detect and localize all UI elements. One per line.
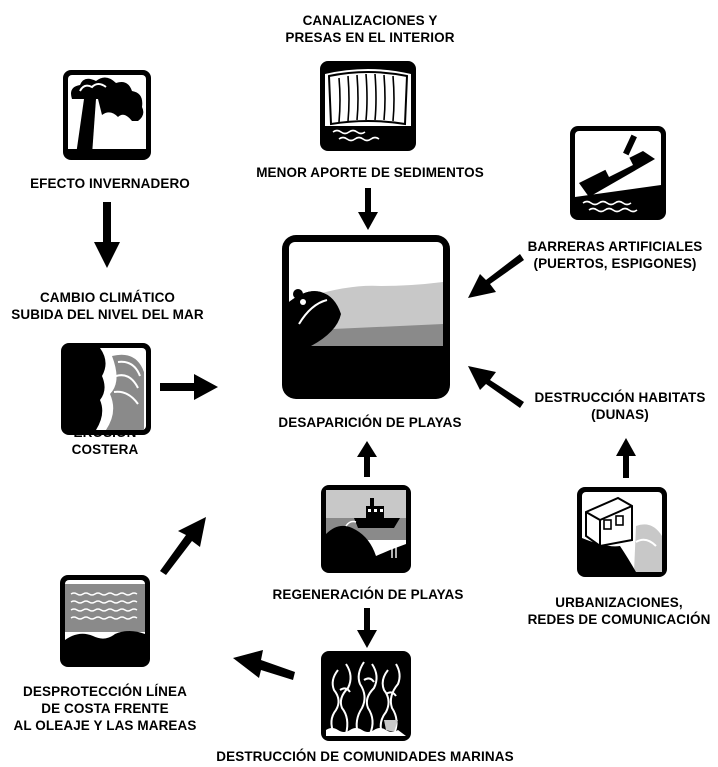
arrow-regeneracion-to-comunidades <box>357 608 377 648</box>
dam-icon <box>320 61 416 151</box>
arrow-desproteccion-to-playas <box>160 517 206 575</box>
label-destruccion-habitats: DESTRUCCIÓN HABITATS (DUNAS) <box>534 390 706 422</box>
unprotected-coast-icon <box>60 575 150 667</box>
arrow-barreras-to-playas <box>468 254 524 298</box>
label-regeneracion: REGENERACIÓN DE PLAYAS <box>272 587 464 602</box>
marine-seaweed-icon <box>321 651 411 741</box>
label-desaparicion: DESAPARICIÓN DE PLAYAS <box>278 415 462 430</box>
arrow-urbanizaciones-to-habitats <box>616 438 636 478</box>
ship-icon <box>570 126 666 220</box>
arrow-invernadero-to-cambio <box>94 202 120 268</box>
label-canalizaciones: CANALIZACIONES Y PRESAS EN EL INTERIOR <box>285 13 455 45</box>
coastal-erosion-icon <box>61 343 151 435</box>
label-efecto-invernadero: EFECTO INVERNADERO <box>30 176 190 191</box>
label-urbanizaciones: URBANIZACIONES, REDES DE COMUNICACIÓN <box>527 595 711 627</box>
arrow-comunidades-to-desproteccion <box>233 650 295 680</box>
label-barreras: BARRERAS ARTIFICIALES (PUERTOS, ESPIGONE… <box>527 239 703 271</box>
factory-smoke-icon <box>63 70 151 160</box>
label-destruccion-comunidades: DESTRUCCIÓN DE COMUNIDADES MARINAS <box>216 749 514 764</box>
arrow-sedimentos-to-playas <box>358 188 378 230</box>
label-desproteccion: DESPROTECCIÓN LÍNEA DE COSTA FRENTE AL O… <box>13 684 197 733</box>
arrow-erosion-to-playas <box>160 374 218 400</box>
dredger-ship-icon <box>321 485 411 573</box>
label-menor-aporte: MENOR APORTE DE SEDIMENTOS <box>256 165 484 180</box>
coastal-building-icon <box>577 487 667 577</box>
beach-disappearance-icon <box>282 235 450 399</box>
arrow-habitats-to-playas <box>468 366 524 408</box>
label-cambio-climatico: CAMBIO CLIMÁTICO SUBIDA DEL NIVEL DEL MA… <box>11 290 204 322</box>
arrow-regeneracion-to-playas <box>357 441 377 477</box>
